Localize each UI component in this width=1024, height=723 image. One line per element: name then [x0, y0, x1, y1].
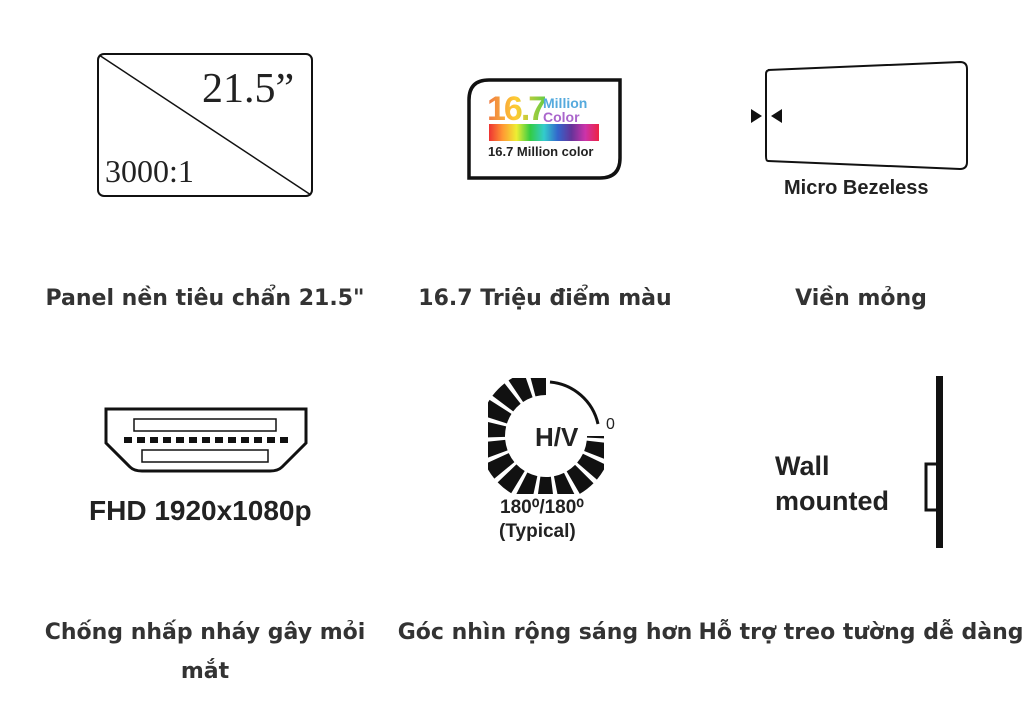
viewing-angle-value: 180⁰/180⁰ [500, 497, 584, 518]
color-label: 16.7 Million color [488, 144, 594, 159]
feature-caption: Hỗ trợ treo tường dễ dàng [698, 620, 1024, 645]
viewing-angle-center: H/V [535, 422, 579, 452]
wall-mount-icon [924, 376, 943, 548]
hdmi-icon [104, 407, 308, 473]
hdmi-label: FHD 1920x1080p [89, 495, 312, 526]
contrast-text: 3000:1 [105, 153, 194, 189]
color-big-text: 16.7 [487, 90, 547, 128]
panel-size-icon: 21.5” 3000:1 [97, 53, 313, 197]
bezel-label: Micro Bezeless [784, 177, 929, 199]
color-color-text: Color [543, 109, 580, 125]
feature-caption: Viền mỏng [795, 286, 927, 311]
feature-caption: Chống nhấp nháy gây mỏi mắt [44, 620, 366, 684]
viewing-angle-note: (Typical) [499, 521, 576, 542]
feature-caption: 16.7 Triệu điểm màu [418, 286, 672, 311]
panel-size-text: 21.5” [202, 66, 295, 112]
viewing-angle-sup: 0 [606, 416, 615, 433]
color-spectrum-bar [489, 124, 599, 141]
bezel-icon [751, 60, 968, 171]
wall-mount-line2: mounted [775, 486, 889, 516]
viewing-angle-icon [488, 378, 604, 494]
feature-caption: Panel nền tiêu chẩn 21.5" [45, 286, 365, 311]
color-million-text: Million [543, 95, 588, 111]
wall-mount-line1: Wall [775, 451, 830, 481]
feature-caption: Góc nhìn rộng sáng hơn [397, 620, 693, 645]
color-icon: 16.7 Million Color 16.7 Million color [467, 78, 622, 180]
